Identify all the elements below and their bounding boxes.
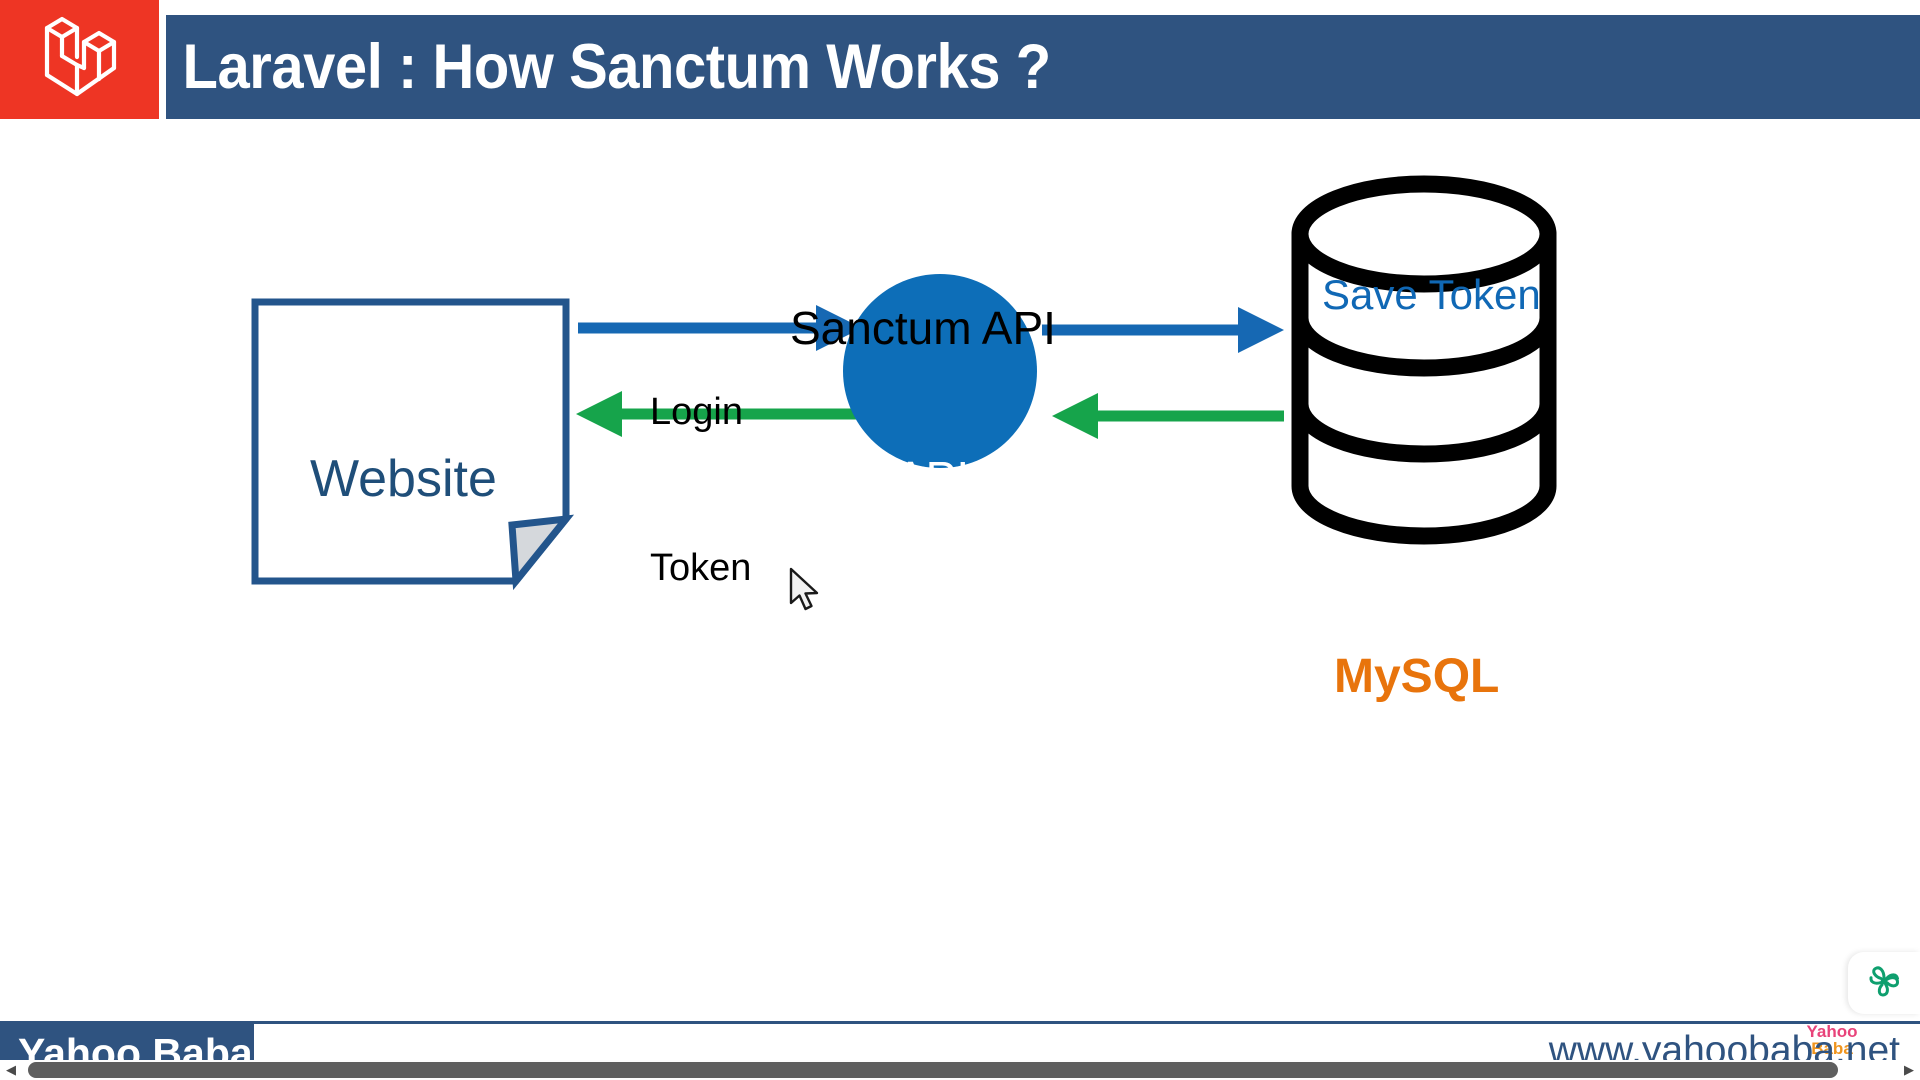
header-title-bar: Laravel : How Sanctum Works ?: [166, 15, 1920, 119]
green-pinwheel-icon: [1865, 962, 1903, 1005]
flow-arrow-return: [1052, 393, 1284, 439]
app-badge[interactable]: [1848, 952, 1920, 1014]
watermark-bottom-text: Baba: [1811, 1039, 1853, 1058]
diagram-title: Sanctum API: [790, 302, 1056, 354]
flow-arrow-login: [578, 305, 862, 351]
api-circle: [843, 274, 1037, 468]
scrollbar-track[interactable]: [22, 1060, 1898, 1080]
cylinder-top: [1291, 175, 1557, 293]
laravel-logo-block: [0, 0, 159, 119]
diagram-svg: [251, 175, 1557, 591]
cylinder-body: [1291, 225, 1557, 545]
watermark-top-text: Yahoo: [1806, 1022, 1858, 1041]
website-fold-corner: [508, 514, 575, 591]
api-node[interactable]: [843, 274, 1037, 468]
flow-arrow-save: [1042, 307, 1284, 353]
scrollbar-thumb[interactable]: [28, 1062, 1838, 1078]
cylinder-band-1: [1291, 309, 1557, 377]
login-flow-label: Login: [650, 391, 743, 433]
horizontal-scrollbar[interactable]: ◀ ▶: [0, 1060, 1920, 1080]
save-token-label: Save Token: [1322, 271, 1541, 318]
cylinder-band-2: [1291, 395, 1557, 463]
yahoo-baba-watermark: Yahoo Baba: [1802, 1023, 1862, 1057]
diagram-canvas: Sanctum API Save Token MySQL Login Token…: [0, 119, 1920, 980]
laravel-logo-icon: [34, 9, 126, 110]
chevron-left-icon[interactable]: ◀: [6, 1062, 16, 1077]
chevron-right-icon[interactable]: ▶: [1904, 1062, 1914, 1077]
flow-arrow-token: [576, 391, 860, 437]
footer-divider: [0, 1021, 1920, 1024]
api-label: API: [895, 452, 970, 504]
website-node[interactable]: [251, 298, 575, 591]
mysql-database-node[interactable]: [1291, 175, 1557, 545]
website-label: Website: [310, 450, 497, 508]
mysql-label: MySQL: [1334, 650, 1500, 703]
page-title: Laravel : How Sanctum Works ?: [182, 32, 1052, 102]
token-flow-label: Token: [650, 547, 752, 589]
mouse-pointer-icon: [788, 567, 822, 613]
slide-header: Laravel : How Sanctum Works ?: [0, 0, 1920, 119]
